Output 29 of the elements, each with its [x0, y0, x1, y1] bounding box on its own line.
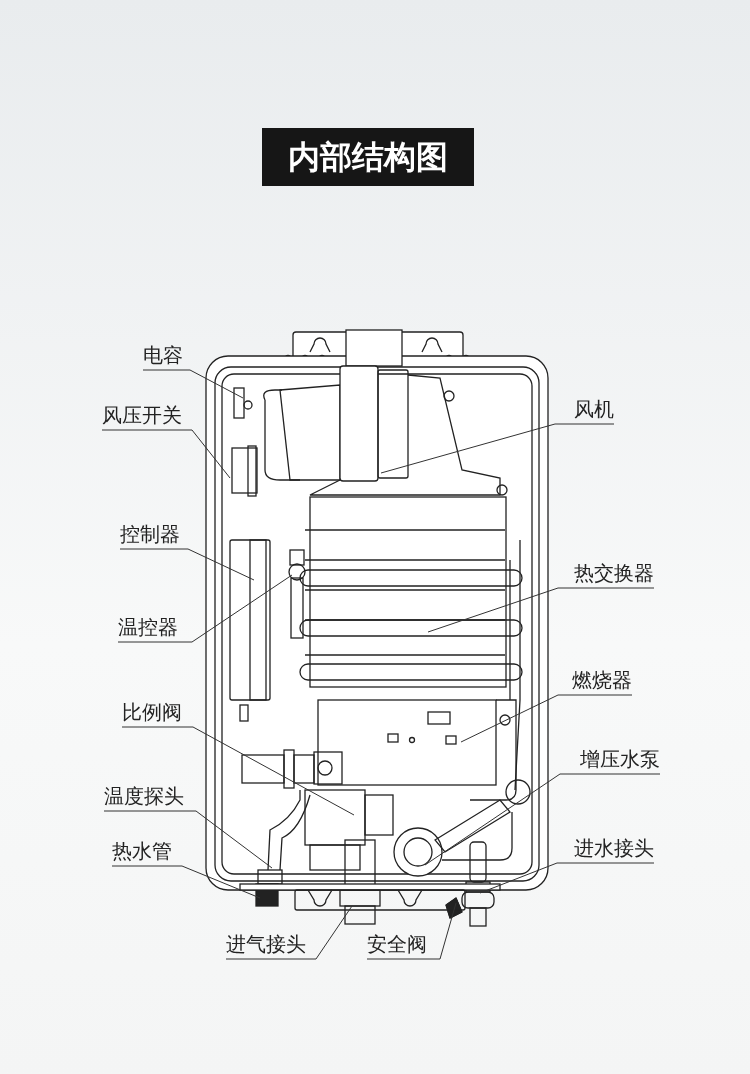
- leader-line: [101, 429, 231, 479]
- part-label: 温度探头: [104, 784, 184, 810]
- part-label: 增压水泵: [580, 747, 660, 773]
- leader-line: [380, 423, 615, 474]
- part-label: 比例阀: [122, 700, 182, 726]
- leader-line: [366, 902, 457, 960]
- part-label: 安全阀: [367, 932, 427, 958]
- leader-line: [427, 587, 655, 633]
- part-label: 热交换器: [574, 561, 654, 587]
- part-label: 进水接头: [574, 836, 654, 862]
- part-label: 电容: [143, 343, 183, 369]
- part-label: 风机: [574, 397, 614, 423]
- leader-line: [424, 773, 661, 866]
- part-label: 控制器: [120, 522, 180, 548]
- leader-line: [479, 862, 655, 894]
- leader-line: [225, 905, 353, 960]
- leader-line: [111, 865, 261, 899]
- part-label: 热水管: [112, 839, 172, 865]
- part-label: 进气接头: [226, 932, 306, 958]
- part-label: 燃烧器: [572, 668, 632, 694]
- title-banner: 内部结构图: [262, 128, 474, 186]
- part-label: 温控器: [118, 615, 178, 641]
- leader-line: [460, 694, 633, 743]
- leader-line: [121, 726, 355, 816]
- leader-line: [142, 369, 244, 399]
- part-label: 风压开关: [102, 403, 182, 429]
- leader-line: [119, 548, 255, 581]
- leader-line: [117, 574, 293, 643]
- leader-line: [103, 810, 273, 869]
